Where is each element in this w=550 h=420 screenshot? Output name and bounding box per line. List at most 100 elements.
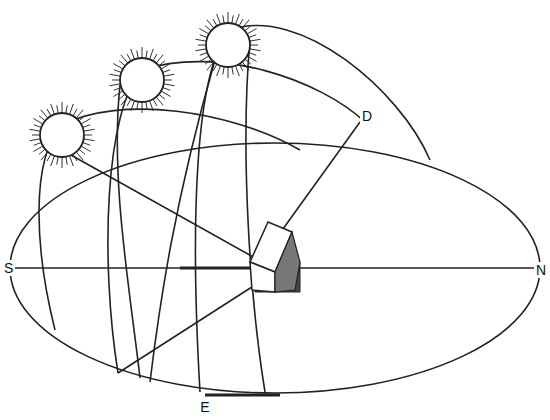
sun-ray: [207, 20, 214, 28]
sun-ray: [163, 70, 171, 73]
sun-ray: [161, 91, 171, 97]
sun-ray: [196, 39, 207, 41]
point-label: D: [360, 108, 374, 124]
sun-ray: [41, 152, 48, 160]
compass-label: N: [534, 262, 548, 278]
sun-ray: [196, 49, 207, 51]
sun: [196, 12, 261, 78]
compass-label: S: [2, 260, 15, 276]
sun-ray: [127, 99, 131, 106]
sun-disc: [206, 23, 250, 67]
sun-ray: [76, 152, 83, 160]
sun-ray: [131, 49, 135, 59]
sun-ray: [159, 61, 165, 66]
sun-ray: [121, 97, 128, 105]
sun-ray: [79, 149, 85, 154]
sun-ray: [66, 157, 67, 165]
building: [250, 222, 300, 292]
sun-ray: [142, 102, 143, 113]
horizon-ellipse: [10, 143, 540, 393]
sun-ray: [30, 139, 41, 141]
sun-ray: [142, 47, 143, 58]
sun-ray: [70, 156, 74, 166]
sun-ray: [228, 12, 229, 23]
sun-ray: [236, 14, 240, 24]
sun-ray-line: [62, 150, 255, 258]
sun-ray: [207, 62, 214, 70]
sun-ray: [199, 29, 209, 35]
sun-ray: [137, 50, 138, 58]
sun-ray: [198, 45, 206, 46]
sun-ray: [150, 101, 154, 111]
sun-ray: [146, 102, 147, 110]
sun-ray: [76, 110, 83, 118]
horizon-mark: [205, 394, 280, 397]
sun-disc: [40, 113, 84, 157]
sun-ray: [161, 64, 171, 70]
sun-ray: [84, 139, 95, 141]
sun-ray: [110, 84, 121, 86]
sun-path-summer: [195, 26, 430, 392]
sun-ray: [137, 102, 138, 110]
sun-ray: [245, 59, 251, 64]
sun-ray: [250, 39, 261, 41]
sun-ray: [217, 66, 221, 76]
sun-ray: [34, 143, 42, 146]
sun-ray: [39, 116, 45, 121]
sun-ray: [164, 80, 172, 81]
sun-ray: [232, 15, 233, 23]
sun-ray: [213, 64, 217, 71]
sun-ray: [156, 55, 163, 63]
sun-ray: [79, 116, 85, 121]
hour-line: [150, 60, 215, 382]
sun-ray: [242, 20, 249, 28]
sun-ray: [51, 156, 55, 166]
sun-ray: [62, 102, 63, 113]
sun-ray: [83, 143, 91, 146]
sun-ray: [245, 26, 251, 31]
compass-label: E: [198, 399, 211, 415]
sun-ray: [150, 49, 154, 59]
sun-ray: [33, 146, 43, 152]
sun-ray: [47, 154, 51, 161]
sun-ray: [159, 94, 165, 99]
sun: [30, 102, 95, 168]
sun-ray: [70, 104, 74, 114]
sun-ray: [114, 70, 122, 73]
sun-ray: [84, 129, 95, 131]
sun-ray: [228, 67, 229, 78]
sun-ray: [62, 157, 63, 168]
building-side: [275, 232, 300, 292]
sun-ray: [32, 135, 40, 136]
sun-ray: [30, 129, 41, 131]
sun-ray: [199, 56, 209, 62]
sun-ray: [153, 54, 157, 61]
sun-path-equinox: [108, 62, 365, 373]
sun-ray: [200, 53, 208, 56]
sun-ray: [236, 66, 240, 76]
sun-ray: [131, 101, 135, 111]
sun-ray: [47, 109, 51, 116]
sun-ray: [247, 29, 257, 35]
sun-path-winter: [39, 109, 300, 330]
sun-disc: [120, 58, 164, 102]
building-wall: [250, 262, 275, 292]
sun-ray: [223, 15, 224, 23]
sun-ray: [200, 35, 208, 38]
sun-ray: [205, 59, 211, 64]
sun-ray: [39, 149, 45, 154]
sun-ray-line: [118, 285, 255, 373]
sun-ray: [51, 104, 55, 114]
sun-ray: [73, 109, 77, 116]
hour-line: [117, 85, 140, 378]
sun-ray: [33, 119, 43, 125]
sun-ray: [81, 119, 91, 125]
sun-ray: [114, 88, 122, 91]
sun-ray: [156, 97, 163, 105]
hour-line: [246, 40, 265, 392]
sun-ray: [250, 49, 261, 51]
sun-ray: [112, 80, 120, 81]
sun-ray: [57, 157, 58, 165]
sun-ray: [153, 99, 157, 106]
